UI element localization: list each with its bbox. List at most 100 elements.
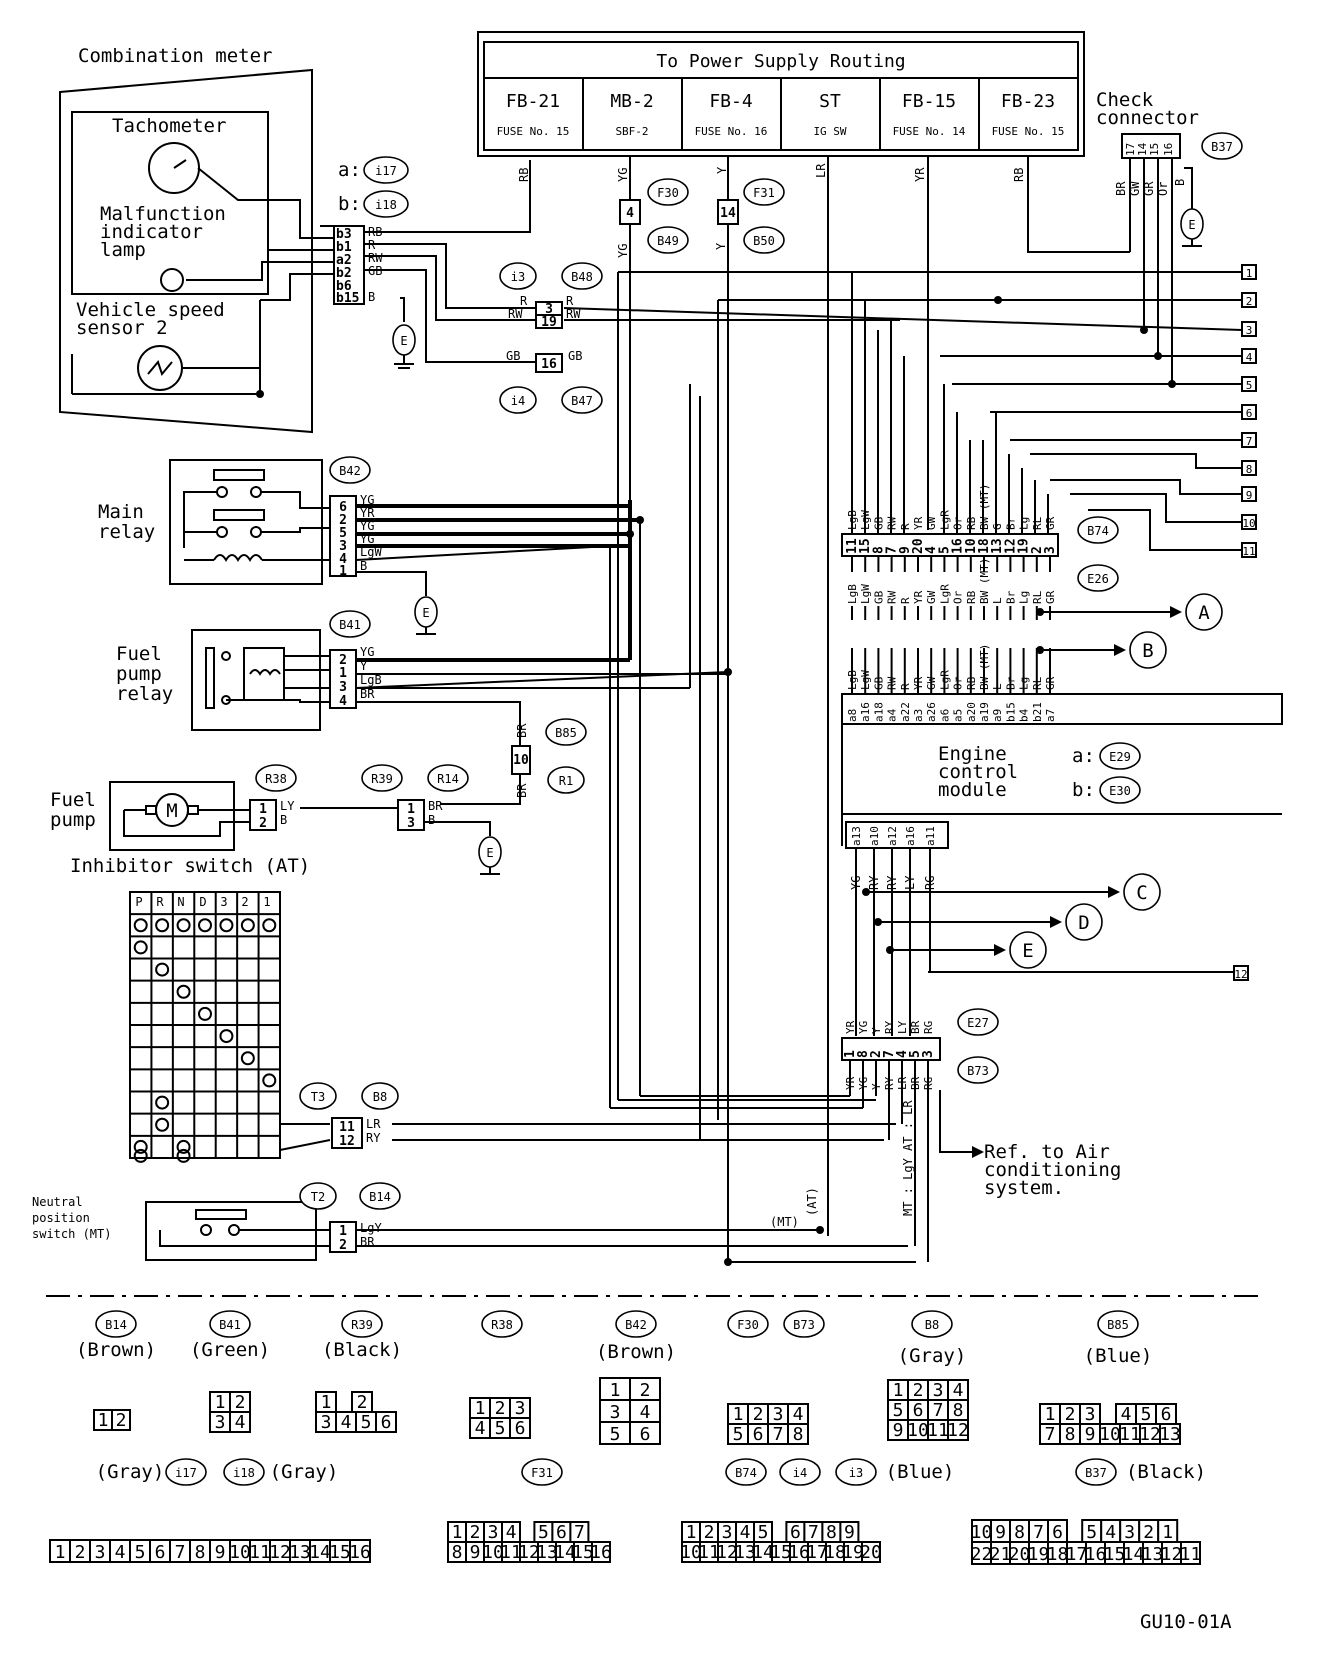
fb4-label: FB-4 bbox=[709, 91, 752, 112]
b74-wire-label: Lg bbox=[1018, 517, 1031, 530]
b48-wire-rw-right: RW bbox=[566, 307, 581, 321]
ecm-a-pin: a5 bbox=[952, 709, 965, 722]
legend-pin: 3 bbox=[488, 1522, 499, 1543]
b74-pin: 12 bbox=[1003, 538, 1018, 554]
legend-pin: 1 bbox=[98, 1410, 109, 1431]
legend-i3: i3 bbox=[849, 1466, 863, 1480]
legend-b14-color: (Brown) bbox=[76, 1339, 156, 1361]
legend-pin: 15 bbox=[572, 1542, 594, 1563]
legend-pin: 5 bbox=[135, 1542, 146, 1563]
legend-pin: 8 bbox=[793, 1424, 804, 1445]
legend-pin: 13 bbox=[1159, 1424, 1181, 1445]
conn-r14: R14 bbox=[437, 772, 459, 786]
b74-wire-label: BW (MT) bbox=[978, 484, 991, 530]
inhibitor-title: Inhibitor switch (AT) bbox=[70, 855, 310, 877]
legend-pin: 8 bbox=[1014, 1522, 1025, 1543]
inhibitor-pin-11: 11 bbox=[339, 1120, 355, 1135]
b48-wire-r-right: R bbox=[566, 294, 574, 308]
inline-connector-f30-b49: 4 F30 B49 YG bbox=[616, 178, 689, 258]
legend-pin: 17 bbox=[806, 1542, 828, 1563]
legend-pin: 1 bbox=[452, 1522, 463, 1543]
e26-wire-label: R bbox=[899, 597, 912, 604]
inhibitor-switch: Inhibitor switch (AT) P R N D 3 2 1 T3 B… bbox=[70, 855, 399, 1163]
ecm-label-1: Engine bbox=[938, 743, 1007, 765]
b74-wire-label: RL bbox=[1031, 516, 1044, 530]
legend-pin: 6 bbox=[515, 1418, 526, 1439]
switch-contact-icon bbox=[240, 918, 255, 933]
legend-pin: 6 bbox=[556, 1522, 567, 1543]
b74-wire-label: G bbox=[991, 523, 1004, 530]
b48-pin-19: 19 bbox=[541, 315, 557, 330]
legend-pin: 15 bbox=[770, 1542, 792, 1563]
b74-pin: 4 bbox=[924, 546, 939, 554]
fuel-pump-label-1: Fuel bbox=[50, 789, 96, 811]
meter-pin-b6: b6 bbox=[336, 279, 352, 294]
switch-contact-icon bbox=[155, 1095, 170, 1110]
legend-pin: 10 bbox=[1099, 1424, 1121, 1445]
inhibitor-wire-lr: LR bbox=[366, 1117, 381, 1131]
ecm-a-pin: a3 bbox=[912, 709, 925, 722]
inhibitor-pos-p: P bbox=[135, 895, 142, 909]
legend-pin: 4 bbox=[341, 1412, 352, 1433]
e26-wire-label: LgW bbox=[859, 584, 872, 604]
mt-note: (MT) bbox=[770, 1215, 799, 1229]
legend-pin: 8 bbox=[195, 1542, 206, 1563]
ref-air-conditioning: Ref. to Air conditioning system. bbox=[939, 1090, 1121, 1199]
legend-pin: 3 bbox=[1124, 1522, 1135, 1543]
e27-wire-top: LY bbox=[896, 1020, 909, 1034]
ref-11: 11 bbox=[1242, 545, 1255, 558]
legend-pin: 4 bbox=[475, 1418, 486, 1439]
b74-wire-label: R bbox=[899, 523, 912, 530]
fpr-wire-yg: YG bbox=[360, 645, 374, 659]
conn-r1: R1 bbox=[559, 774, 573, 788]
ecm-label-2: control bbox=[938, 761, 1018, 783]
legend-pin: 3 bbox=[722, 1522, 733, 1543]
b47-wire-gb-left: GB bbox=[506, 349, 520, 363]
check-connector-label-2: connector bbox=[1096, 107, 1199, 129]
switch-contact-icon bbox=[133, 940, 148, 955]
legend-pin: 14 bbox=[309, 1542, 331, 1563]
e26-wire-label: Or bbox=[952, 590, 965, 604]
b47-pin-16: 16 bbox=[541, 357, 557, 372]
legend-pin: 10 bbox=[971, 1522, 993, 1543]
ecm-a-pin: b4 bbox=[1018, 708, 1031, 722]
ecm-a-pin: a16 bbox=[859, 702, 872, 722]
switch-contact-icon bbox=[155, 1117, 170, 1132]
r39-pin-1: 1 bbox=[407, 802, 415, 817]
b48-wire-r-left: R bbox=[520, 294, 528, 308]
ecm-b-pin: a10 bbox=[868, 826, 881, 846]
legend-b85-color: (Blue) bbox=[1084, 1345, 1153, 1367]
fpr-wire-y: Y bbox=[360, 659, 368, 673]
b74-pin: 5 bbox=[937, 546, 952, 554]
legend-pin: 5 bbox=[538, 1522, 549, 1543]
legend-pin: 10 bbox=[482, 1542, 504, 1563]
ref-2: 2 bbox=[1246, 295, 1253, 308]
legend-pin: 2 bbox=[75, 1542, 86, 1563]
conn-f31: F31 bbox=[753, 186, 775, 200]
legend-pin: 1 bbox=[215, 1392, 226, 1413]
st-wire-label: LR bbox=[814, 163, 828, 178]
legend-pin: 14 bbox=[752, 1542, 774, 1563]
b74-pin: 19 bbox=[1017, 538, 1032, 554]
legend-pin: 4 bbox=[235, 1412, 246, 1433]
fpr-wire-br: BR bbox=[360, 687, 375, 701]
conn-e30: E30 bbox=[1109, 784, 1131, 798]
legend-pin: 4 bbox=[793, 1404, 804, 1425]
mb2-wire-label: YG bbox=[616, 168, 630, 182]
b48-pin-3: 3 bbox=[545, 302, 553, 317]
legend-b85: B85 bbox=[1107, 1318, 1129, 1332]
legend-pin: 6 bbox=[381, 1412, 392, 1433]
legend-pin: 4 bbox=[1105, 1522, 1116, 1543]
ref-1: 1 bbox=[1246, 267, 1253, 280]
ref-arrow-e: E bbox=[886, 931, 1047, 969]
combination-meter: Combination meter Tachometer Malfunction… bbox=[59, 45, 409, 434]
fp-wire-ly: LY bbox=[280, 799, 295, 813]
r39-wire-b: B bbox=[428, 813, 435, 827]
legend-pin: 11 bbox=[927, 1420, 949, 1441]
legend-pin: 1 bbox=[733, 1404, 744, 1425]
neutral-pin-2: 2 bbox=[339, 1238, 347, 1253]
mil-lamp-icon bbox=[160, 268, 184, 292]
ecm-a-pin: a19 bbox=[978, 702, 991, 722]
inline-connector-f31-b50: 14 F31 B50 Y bbox=[714, 178, 785, 254]
legend-pin: 1 bbox=[893, 1380, 904, 1401]
